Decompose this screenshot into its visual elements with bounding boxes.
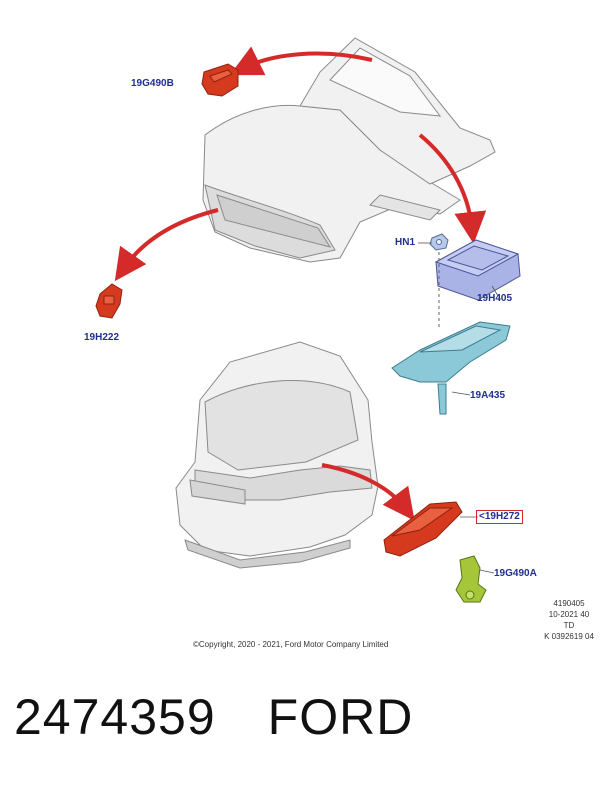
19a435-leader (451, 391, 471, 396)
callout-19g490a: 19G490A (494, 568, 537, 579)
bottom-caption: 2474359 FORD (14, 688, 413, 746)
part-19h405 (434, 239, 521, 301)
arrow-front-to-19h222 (114, 208, 219, 282)
front-vehicle-body (202, 37, 496, 263)
copyright-text: ©Copyright, 2020 - 2021, Ford Motor Comp… (193, 640, 389, 649)
drawing-code: TD (563, 621, 575, 630)
rear-vehicle-body (175, 341, 379, 569)
drawing-number: 4190405 (553, 599, 585, 608)
callout-19h222: 19H222 (84, 332, 120, 343)
callout-hn1: HN1 (395, 237, 416, 248)
drawing-date: 10-2021 40 (548, 610, 590, 619)
part-19h222 (95, 283, 123, 319)
arrow-rear-to-19h272 (321, 463, 415, 521)
brand-name: FORD (267, 689, 414, 745)
part-19h272 (383, 501, 463, 557)
arrow-windshield-to-19g490b (229, 46, 373, 76)
parts-diagram (95, 37, 521, 603)
part-number: 2474359 (14, 689, 216, 745)
19g490a-leader (479, 569, 495, 574)
drawing-reference-block: 4190405 10-2021 40 TD K 0392619 04 (538, 598, 600, 642)
19h405-leader (491, 285, 499, 297)
callout-19h405: 19H405 (477, 293, 513, 304)
callout-19a435: 19A435 (470, 390, 506, 401)
arrow-cabin-to-19h405 (418, 133, 487, 244)
drawing-k-number: K 0392619 04 (544, 632, 594, 641)
part-hn1-nut (429, 233, 449, 251)
part-19g490b (201, 63, 239, 97)
callout-19h272: <19H272 (476, 510, 523, 524)
part-19a435 (391, 321, 511, 415)
callout-arrows (114, 46, 487, 521)
part-19g490a (455, 555, 487, 603)
callout-19g490b: 19G490B (131, 78, 174, 89)
